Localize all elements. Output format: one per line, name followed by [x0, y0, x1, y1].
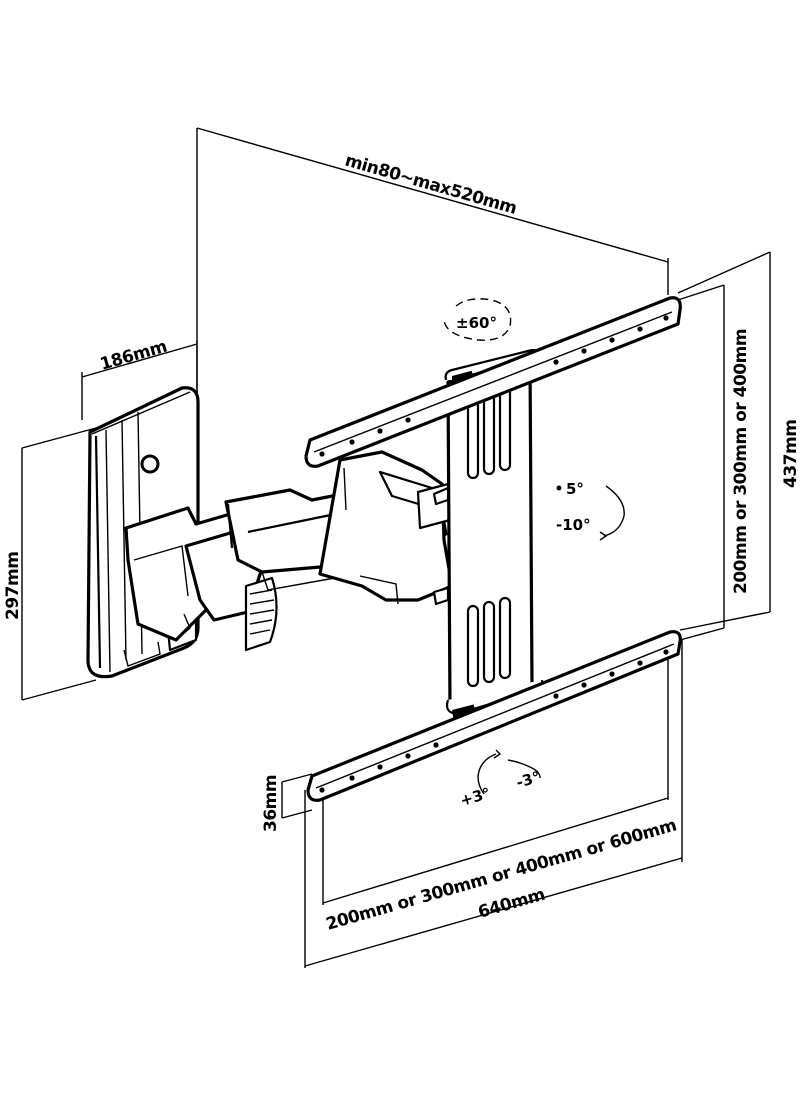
bottom-rail	[306, 630, 682, 802]
swivel-angle-label: ±60°	[456, 314, 497, 332]
tilt-down-label: -10°	[556, 516, 591, 534]
level-minus-label: -3°	[514, 768, 542, 792]
depth-range-label: min80~max520mm	[343, 151, 519, 219]
articulating-arm	[124, 450, 454, 652]
tilt-up-dot	[556, 485, 562, 491]
rotation-indicators	[443, 298, 625, 795]
top-rail	[304, 296, 682, 468]
angle-labels: ±60° 5° -10° +3° -3°	[456, 314, 591, 810]
rail-depth-label: 36mm	[261, 775, 281, 832]
level-plus-label: +3°	[458, 784, 492, 810]
arm-height-label: 437mm	[781, 420, 800, 488]
wall-plate-height-label: 297mm	[3, 552, 23, 620]
wall-plate-width-label: 186mm	[98, 337, 169, 375]
dimension-lines	[21, 127, 771, 968]
tilt-up-label: 5°	[566, 480, 584, 498]
vertical-vesa-label: 200mm or 300mm or 400mm	[731, 329, 751, 594]
bracket-width-label: 640mm	[476, 885, 547, 923]
